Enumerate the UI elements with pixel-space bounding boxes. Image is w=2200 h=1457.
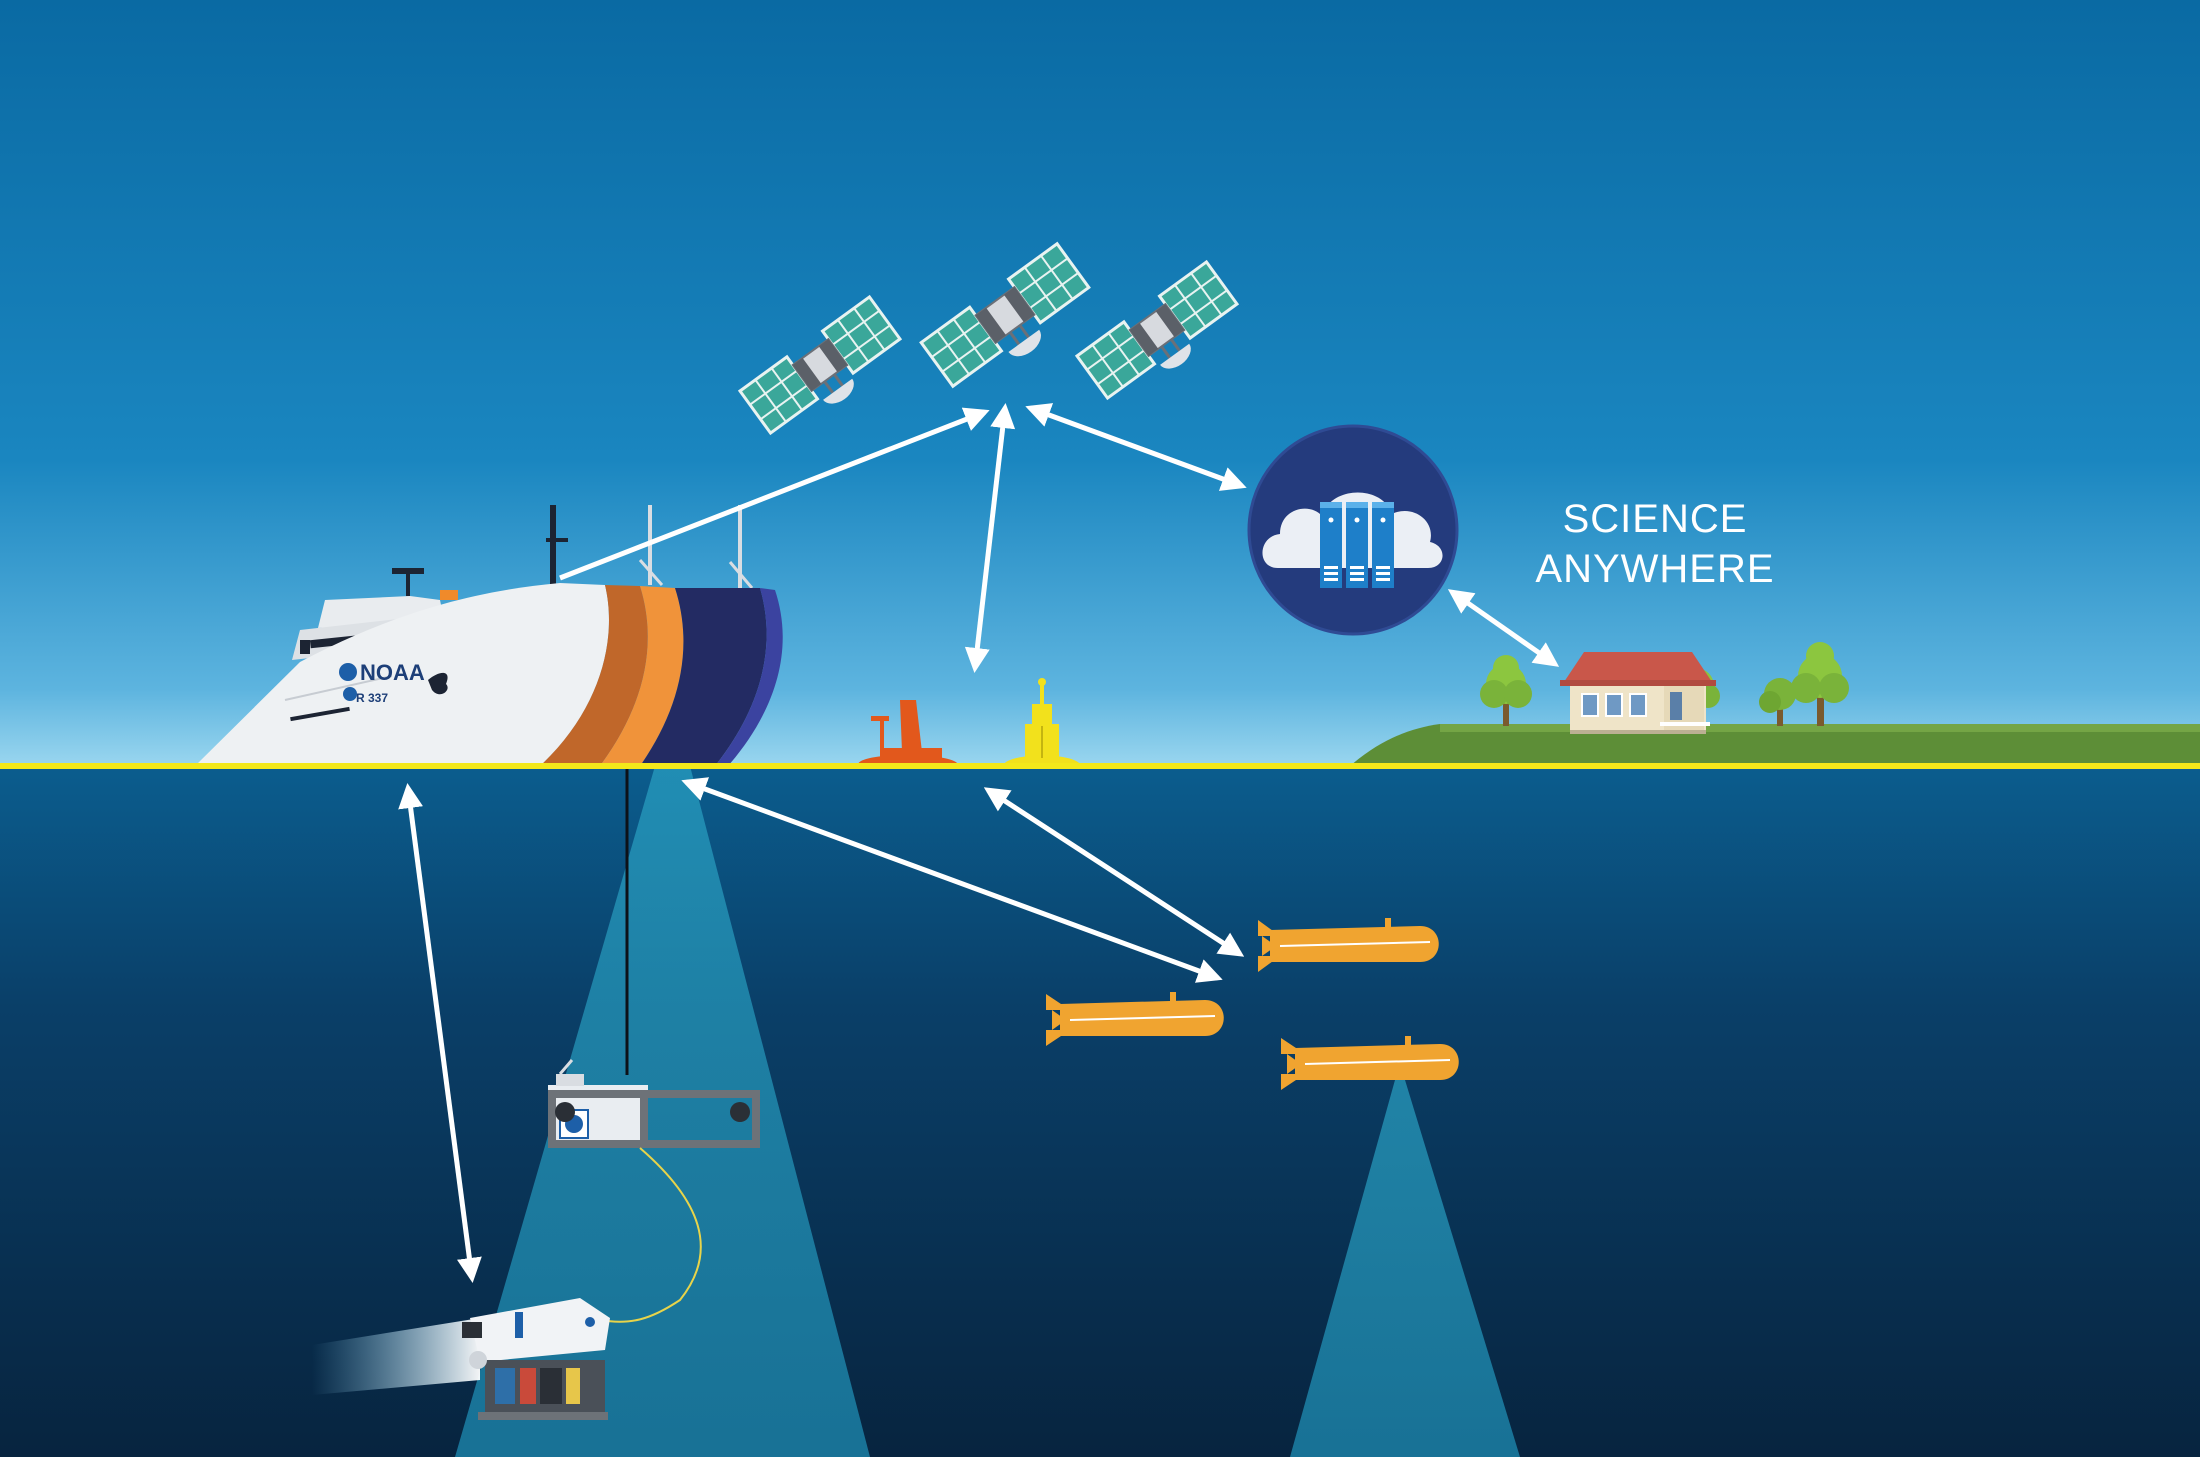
auv-icon <box>1258 918 1439 972</box>
ship-name: NOAA <box>360 660 425 685</box>
ctd-frame-icon <box>548 1059 760 1148</box>
rov-icon <box>312 1298 610 1420</box>
tether-cable <box>599 1147 702 1323</box>
arrow-satellite-to-buoy <box>964 403 1016 673</box>
arrow-satellite-to-cloud <box>1025 403 1247 491</box>
house-icon <box>1560 652 1716 734</box>
auv-icon <box>1046 992 1224 1046</box>
land <box>1350 724 2200 766</box>
arrow-buoy-to-auv <box>983 787 1245 957</box>
satellite-icon <box>919 241 1091 389</box>
science-label-line2: ANYWHERE <box>1535 547 1774 591</box>
satellite-icon <box>1074 259 1240 401</box>
satellite-icon <box>737 294 903 436</box>
land-top <box>1440 724 2200 732</box>
science-label-line1: SCIENCE <box>1563 497 1748 541</box>
ship-icon: NOAA R 337 <box>195 505 783 766</box>
arrow-ship-to-satellite <box>559 407 990 581</box>
sonar-beam-ship <box>455 766 870 1457</box>
saildrone-icon <box>858 700 958 764</box>
tree-icon <box>1791 642 1849 726</box>
communication-arrows <box>398 403 1560 1283</box>
sonar-beam-auv <box>1290 1080 1520 1457</box>
arrow-surface-to-rov <box>398 783 482 1283</box>
waterline <box>0 763 2200 769</box>
ship-hull-number: R 337 <box>356 691 388 705</box>
cloud-server-icon <box>1247 424 1459 636</box>
auv-icon <box>1281 1036 1459 1090</box>
tree-icon <box>1480 655 1532 726</box>
arrow-cloud-to-house <box>1447 589 1560 667</box>
tree-icon <box>1759 678 1796 726</box>
